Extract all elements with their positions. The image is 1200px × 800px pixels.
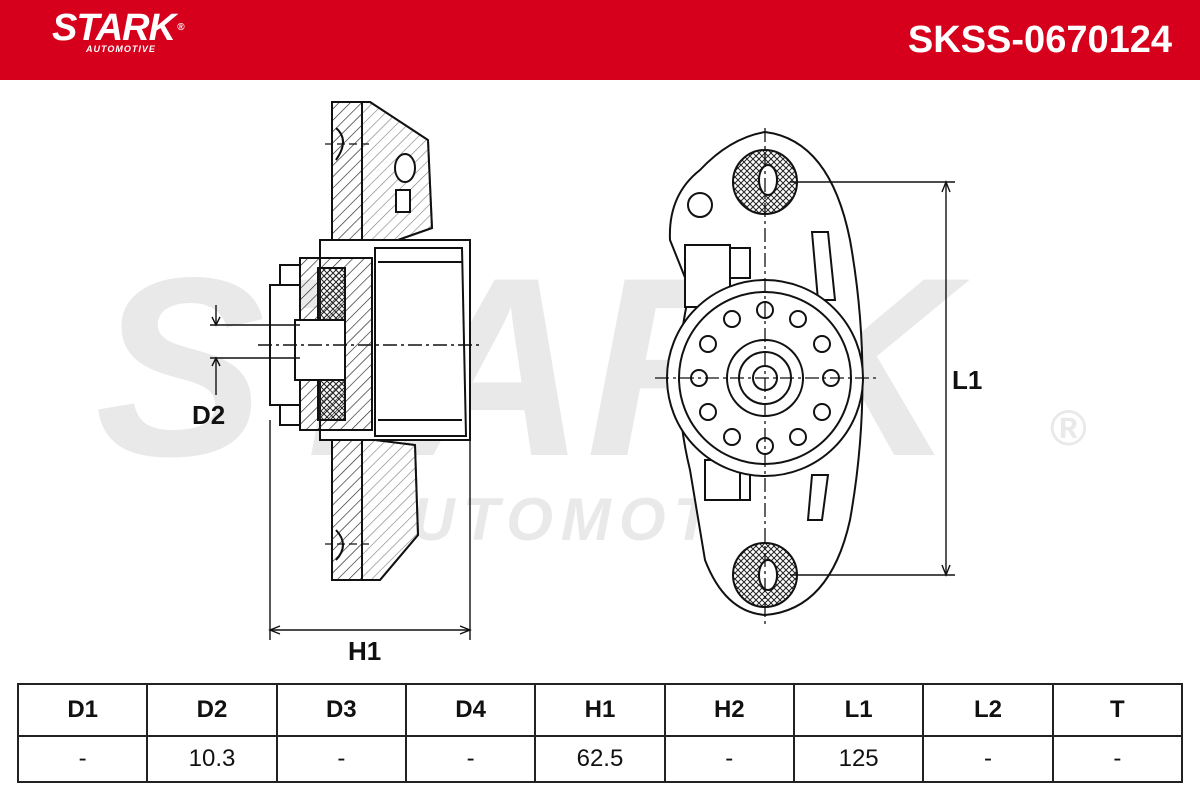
product-sku: SKSS-0670124 (907, 19, 1172, 61)
spec-value-h2: - (663, 735, 795, 783)
spec-header-l1: L1 (792, 683, 925, 737)
d2-dimension-lines (210, 305, 300, 395)
spec-header-h1: H1 (534, 683, 666, 737)
spec-value-d3: - (275, 735, 407, 783)
logo-main-text: STARK (52, 7, 176, 49)
side-section-view (258, 101, 480, 581)
specs-table: D1 D2 D3 D4 H1 H2 L1 L2 T - 10.3 - - 62.… (16, 683, 1184, 783)
spec-value-h1: 62.5 (534, 735, 666, 783)
header-bar: STARK® AUTOMOTIVE SKSS-0670124 (0, 0, 1200, 80)
spec-value-d2: 10.3 (146, 735, 278, 783)
spec-value-d1: - (16, 735, 149, 783)
spec-header-d1: D1 (16, 683, 149, 737)
specs-value-row: - 10.3 - - 62.5 - 125 - - (16, 735, 1184, 783)
spec-header-l2: L2 (922, 683, 1054, 737)
specs-header-row: D1 D2 D3 D4 H1 H2 L1 L2 T (16, 683, 1184, 737)
spec-value-d4: - (404, 735, 537, 783)
h1-dimension-lines (268, 420, 472, 640)
watermark: STARK AUTOMOTIVE ® (95, 225, 1087, 553)
spec-header-d4: D4 (404, 683, 537, 737)
front-view (655, 128, 880, 625)
logo-registered-mark: ® (177, 22, 184, 33)
spec-value-t: - (1051, 735, 1184, 783)
spec-value-l1: 125 (792, 735, 925, 783)
logo-sub-text: AUTOMOTIVE (86, 44, 156, 54)
bolt-hole-ring (690, 301, 840, 455)
spec-header-d3: D3 (275, 683, 407, 737)
spec-header-h2: H2 (663, 683, 795, 737)
d2-dimension-label: D2 (192, 400, 226, 430)
spec-header-t: T (1051, 683, 1184, 737)
technical-drawing: STARK AUTOMOTIVE ® (95, 101, 1087, 640)
h1-dimension-label: H1 (348, 636, 382, 666)
l1-dimension-label: L1 (952, 365, 983, 395)
spec-value-l2: - (922, 735, 1054, 783)
spec-header-d2: D2 (146, 683, 278, 737)
watermark-reg-text: ® (1050, 400, 1087, 456)
stark-logo: STARK® AUTOMOTIVE (52, 7, 185, 54)
l1-dimension-lines (790, 180, 955, 577)
